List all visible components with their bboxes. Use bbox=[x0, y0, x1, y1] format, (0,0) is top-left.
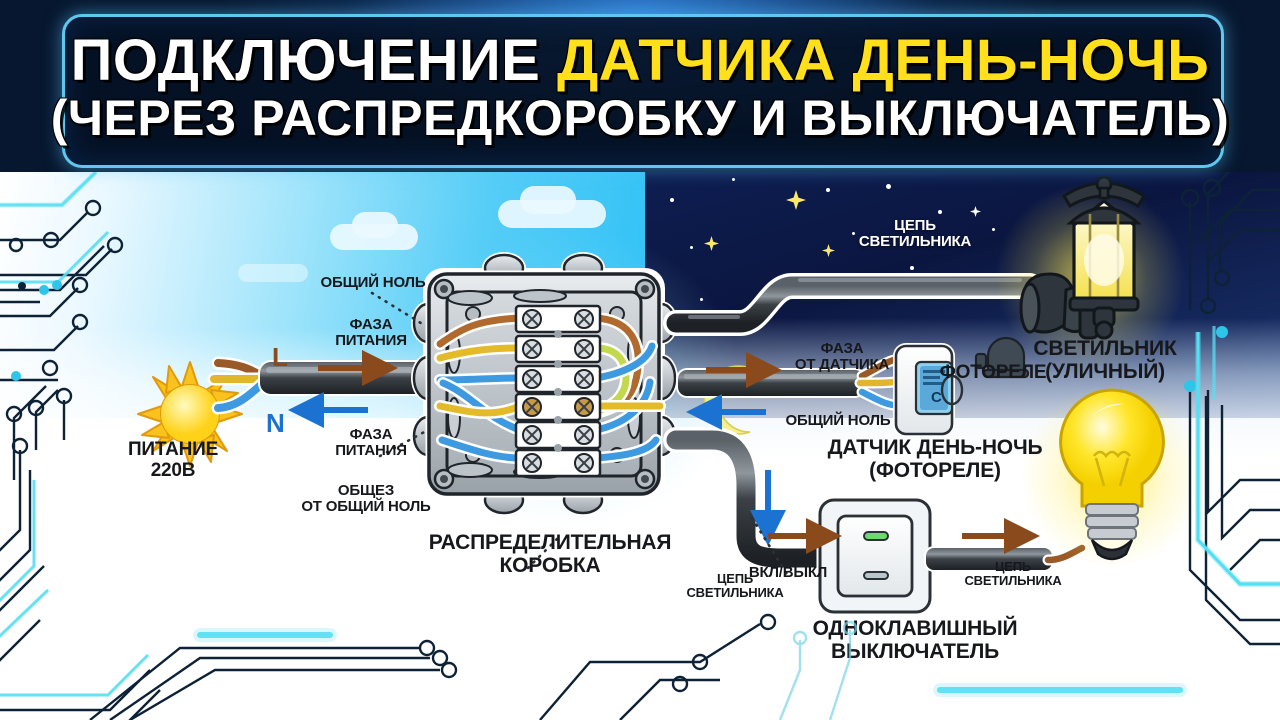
wiring-diagram: C bbox=[207, 175, 1204, 616]
star-dot bbox=[670, 198, 674, 202]
circuit-glow-strips bbox=[89, 613, 1187, 720]
junction-box[interactable] bbox=[411, 252, 678, 516]
star-dot bbox=[690, 246, 693, 249]
label-lamp-circuit-night: ЦЕПЬ СВЕТИЛЬНИКА bbox=[858, 217, 972, 251]
title-line-2: (ЧЕРЕЗ РАСПРЕДКОРОБКУ И ВЫКЛЮЧАТЕЛЬ) bbox=[50, 89, 1230, 146]
label-on-off: ВКЛ/ВЫКЛ bbox=[748, 564, 828, 581]
switch-cable bbox=[663, 427, 837, 571]
cloud-1b bbox=[352, 212, 398, 238]
label-supply-phase-top: ФАЗА ПИТАНИЯ bbox=[335, 316, 407, 350]
lamp-circuit-cable bbox=[663, 273, 1043, 336]
label-neutral-N: N bbox=[266, 408, 285, 438]
star-dot bbox=[992, 228, 995, 231]
title-banner: ПОДКЛЮЧЕНИЕ ДАТЧИКА ДЕНЬ-НОЧЬ (ЧЕРЕЗ РАС… bbox=[51, 14, 1229, 162]
title-part-accent: ДАТЧИКА ДЕНЬ-НОЧЬ bbox=[556, 28, 1210, 94]
cloud-2b bbox=[520, 186, 576, 214]
circuit-decoration-left bbox=[0, 150, 161, 720]
label-junction-box: РАСПРЕДЕЛИТЕЛЬНАЯ КОРОБКА bbox=[428, 531, 672, 577]
circuit-decoration-right bbox=[1180, 158, 1280, 646]
label-common-from-neutral: ОБЩЕЗ ОТ ОБЩИЙ НОЛЬ bbox=[301, 482, 431, 516]
title-line-1: ПОДКЛЮЧЕНИЕ ДАТЧИКА ДЕНЬ-НОЧЬ bbox=[71, 32, 1210, 90]
sun-icon bbox=[137, 361, 243, 467]
flow-arrows bbox=[288, 350, 1040, 554]
label-power: ПИТАНИЕ 220В bbox=[127, 439, 219, 481]
label-common-neutral-right: ОБЩИЙ НОЛЬ bbox=[785, 412, 891, 429]
street-lantern bbox=[995, 175, 1185, 373]
star-dot bbox=[886, 184, 891, 189]
star-dot bbox=[938, 210, 942, 214]
label-lamp-circuit-left: ЦЕПЬ СВЕТИЛЬНИКА bbox=[686, 571, 784, 601]
photorelay-sensor[interactable]: C bbox=[893, 343, 964, 437]
label-photorelay-icon: ФОТОРЕЛЕ bbox=[939, 362, 1047, 383]
leader-lines bbox=[370, 291, 790, 578]
cloud-3 bbox=[238, 264, 308, 282]
star-4point-icon bbox=[786, 190, 806, 210]
internal-wires bbox=[434, 312, 666, 464]
svg-text:C: C bbox=[931, 389, 942, 406]
label-switch-title: ОДНОКЛАВИШНЫЙ ВЫКЛЮЧАТЕЛЬ bbox=[812, 617, 1018, 663]
photorelay-icon bbox=[974, 336, 1030, 379]
light-bulb bbox=[1020, 384, 1204, 568]
label-common-neutral-top: ОБЩИЙ НОЛЬ bbox=[320, 274, 426, 291]
label-supply-phase-bottom: ФАЗА ПИТАНИЯ bbox=[335, 426, 407, 460]
label-street-lamp: СВЕТИЛЬНИК (УЛИЧНЫЙ) bbox=[1033, 337, 1177, 383]
label-sensor-title: ДАТЧИК ДЕНЬ-НОЧЬ (ФОТОРЕЛЕ) bbox=[827, 436, 1043, 482]
title-part-plain: ПОДКЛЮЧЕНИЕ bbox=[70, 28, 557, 94]
star-dot bbox=[852, 232, 855, 235]
terminal-block[interactable] bbox=[514, 304, 602, 478]
label-lamp-circuit-right: ЦЕПЬ СВЕТИЛЬНИКА bbox=[964, 559, 1062, 589]
label-phase-from-sensor: ФАЗА ОТ ДАТЧИКА bbox=[794, 340, 890, 374]
star-4point-icon bbox=[704, 236, 719, 251]
single-gang-switch[interactable] bbox=[816, 496, 934, 616]
star-4point-icon bbox=[822, 244, 835, 257]
title-banner-frame bbox=[62, 14, 1224, 168]
power-cable-cores bbox=[207, 356, 269, 415]
star-dot bbox=[732, 178, 735, 181]
star-dot bbox=[826, 188, 830, 192]
label-phase-L: L bbox=[272, 342, 288, 372]
star-4point-icon bbox=[970, 206, 981, 217]
star-dot bbox=[910, 266, 914, 270]
